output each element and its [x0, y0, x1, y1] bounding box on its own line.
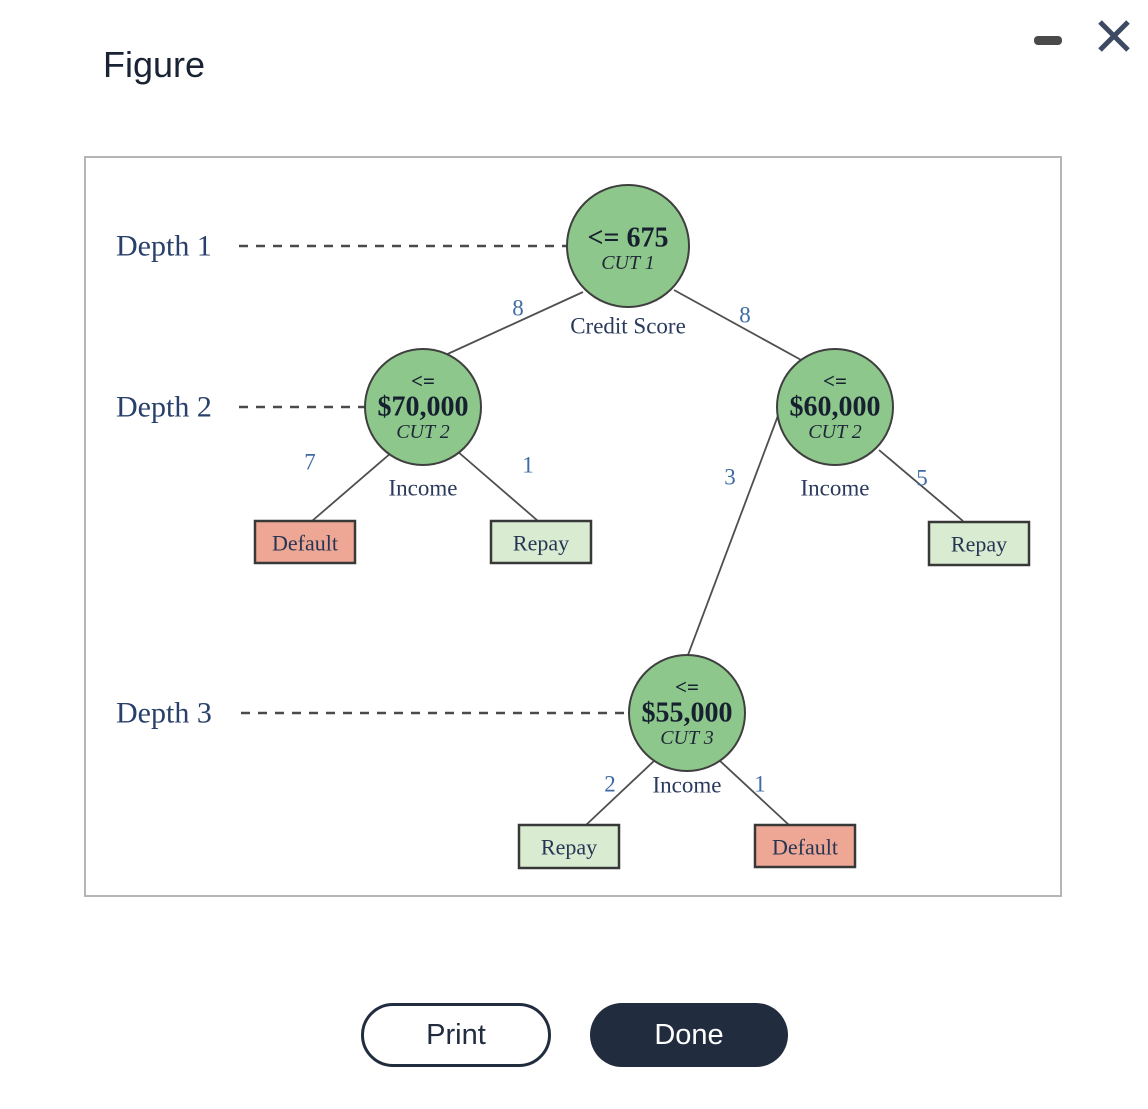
leaf-depth3-repay-label: Repay	[541, 835, 597, 860]
minimize-button[interactable]	[1028, 20, 1068, 60]
edge-count-depth3-default: 1	[754, 772, 766, 797]
node-left-feature: Income	[389, 476, 458, 501]
figure-canvas: Depth 1 Depth 2 Depth 3 8 8 7 1 3 5 2 1 …	[84, 156, 1062, 897]
node-left-threshold: $70,000	[378, 392, 469, 423]
node-root-threshold: <= 675	[588, 223, 669, 254]
leaf-left-repay-box	[489, 519, 593, 565]
leaf-left-repay-label: Repay	[513, 531, 569, 556]
node-right-feature: Income	[801, 476, 870, 501]
node-depth3-cut: CUT 3	[660, 727, 714, 749]
print-button[interactable]: Print	[361, 1003, 551, 1067]
edge-count-right-depth3: 3	[724, 465, 736, 490]
edge-left-to-default	[311, 452, 392, 522]
node-right-cut: CUT 2	[808, 421, 862, 443]
edge-count-left-repay: 1	[522, 453, 534, 478]
minimize-icon	[1034, 35, 1062, 45]
leaf-right-repay-label: Repay	[951, 532, 1007, 557]
leaf-depth3-default-box	[753, 823, 857, 869]
node-depth3-operator: <=	[675, 675, 699, 699]
edge-left-to-repay	[456, 450, 539, 522]
node-depth3-threshold: $55,000	[642, 698, 733, 729]
leaf-depth3-default-label: Default	[772, 835, 838, 860]
edge-depth3-to-default	[718, 759, 790, 826]
edge-count-depth3-repay: 2	[604, 772, 616, 797]
node-left-cut: CUT 2	[396, 421, 450, 443]
node-right-threshold: $60,000	[790, 392, 881, 423]
close-icon	[1098, 20, 1130, 52]
node-right-circle	[776, 348, 894, 466]
done-button[interactable]: Done	[590, 1003, 788, 1067]
node-depth3-circle	[628, 654, 746, 772]
node-depth3-feature: Income	[653, 773, 722, 798]
depth3-label: Depth 3	[116, 697, 212, 730]
depth1-label: Depth 1	[116, 230, 212, 263]
edge-count-root-right: 8	[739, 303, 751, 328]
edge-right-to-depth3	[687, 412, 780, 656]
edge-depth3-to-repay	[585, 759, 656, 826]
depth2-label: Depth 2	[116, 391, 212, 424]
node-root-cut: CUT 1	[601, 252, 655, 274]
close-button[interactable]	[1090, 12, 1138, 60]
leaf-left-default-label: Default	[272, 531, 338, 556]
node-left-circle	[364, 348, 482, 466]
edge-count-left-default: 7	[304, 450, 316, 475]
leaf-right-repay-box	[927, 520, 1031, 567]
leaf-depth3-repay-box	[517, 823, 621, 870]
decision-tree-diagram: Depth 1 Depth 2 Depth 3 8 8 7 1 3 5 2 1 …	[116, 184, 1031, 870]
node-root-circle	[566, 184, 690, 308]
node-left-operator: <=	[411, 369, 435, 393]
edge-root-to-left	[440, 291, 584, 358]
edge-count-root-left: 8	[512, 296, 524, 321]
node-right-operator: <=	[823, 369, 847, 393]
page-title: Figure	[103, 44, 206, 85]
node-root-feature: Credit Score	[570, 314, 686, 339]
edge-right-to-repay	[878, 449, 964, 522]
leaf-left-default-box	[253, 519, 357, 565]
edge-root-to-right	[673, 289, 804, 362]
edge-count-right-repay: 5	[916, 466, 928, 491]
